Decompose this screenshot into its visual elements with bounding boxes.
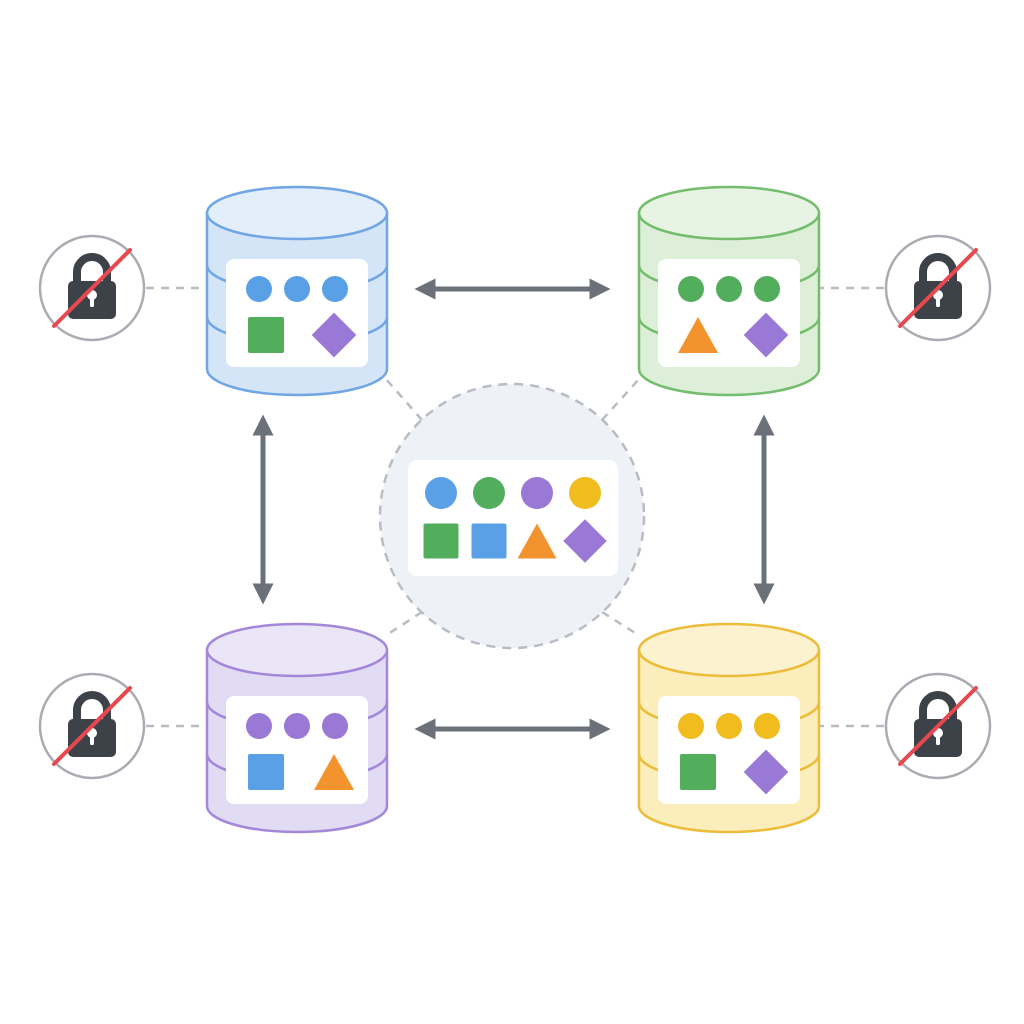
blue-square-icon: [471, 523, 507, 559]
orange-triangle-icon: [314, 754, 354, 790]
lock-shackle: [919, 691, 957, 720]
database-top: [205, 622, 389, 678]
hub-data-card: [408, 460, 618, 576]
hub-link-yellow: [601, 610, 641, 638]
data-card: [658, 696, 800, 804]
green-square-icon: [248, 317, 284, 353]
green-square-icon: [680, 754, 716, 790]
lock-shackle: [73, 253, 111, 282]
database-yellow: [637, 622, 821, 834]
purple-circle-icon: [246, 713, 272, 739]
green-circle-icon: [678, 276, 704, 302]
keyhole-slot: [936, 734, 940, 745]
yellow-circle-icon: [754, 713, 780, 739]
data-card: [226, 259, 368, 367]
blue-square-icon: [248, 754, 284, 790]
database-purple: [205, 622, 389, 834]
database-blue: [205, 185, 389, 397]
lock-shackle: [919, 253, 957, 282]
keyhole-slot: [936, 296, 940, 307]
slash-icon: [898, 248, 978, 328]
database-top: [637, 622, 821, 678]
purple-diamond-icon: [563, 519, 607, 563]
purple-diamond-icon: [311, 312, 357, 358]
hub-link-blue: [384, 377, 423, 421]
purple-circle-icon: [284, 713, 310, 739]
yellow-circle-icon: [716, 713, 742, 739]
slash-icon: [898, 686, 978, 766]
slash-icon: [52, 686, 132, 766]
slash-icon: [52, 248, 132, 328]
database-top: [205, 185, 389, 241]
keyhole-slot: [90, 734, 94, 745]
blue-circle-icon: [284, 276, 310, 302]
purple-diamond-icon: [743, 312, 789, 358]
hub-link-purple: [384, 610, 423, 638]
purple-diamond-icon: [743, 749, 789, 795]
hub-link-green: [601, 377, 641, 421]
blue-circle-icon: [425, 477, 457, 509]
keyhole-slot: [90, 296, 94, 307]
unlocked-lock-icon: [38, 234, 146, 342]
green-circle-icon: [716, 276, 742, 302]
purple-circle-icon: [322, 713, 348, 739]
green-circle-icon: [754, 276, 780, 302]
orange-triangle-icon: [678, 317, 718, 353]
blue-circle-icon: [322, 276, 348, 302]
green-circle-icon: [473, 477, 505, 509]
unlocked-lock-icon: [884, 234, 992, 342]
blue-circle-icon: [246, 276, 272, 302]
database-top: [637, 185, 821, 241]
purple-circle-icon: [521, 477, 553, 509]
orange-triangle-icon: [517, 523, 557, 559]
data-card: [408, 460, 618, 576]
yellow-circle-icon: [678, 713, 704, 739]
unlocked-lock-icon: [884, 672, 992, 780]
database-green: [637, 185, 821, 397]
green-square-icon: [423, 523, 459, 559]
yellow-circle-icon: [569, 477, 601, 509]
lock-shackle: [73, 691, 111, 720]
unlocked-lock-icon: [38, 672, 146, 780]
